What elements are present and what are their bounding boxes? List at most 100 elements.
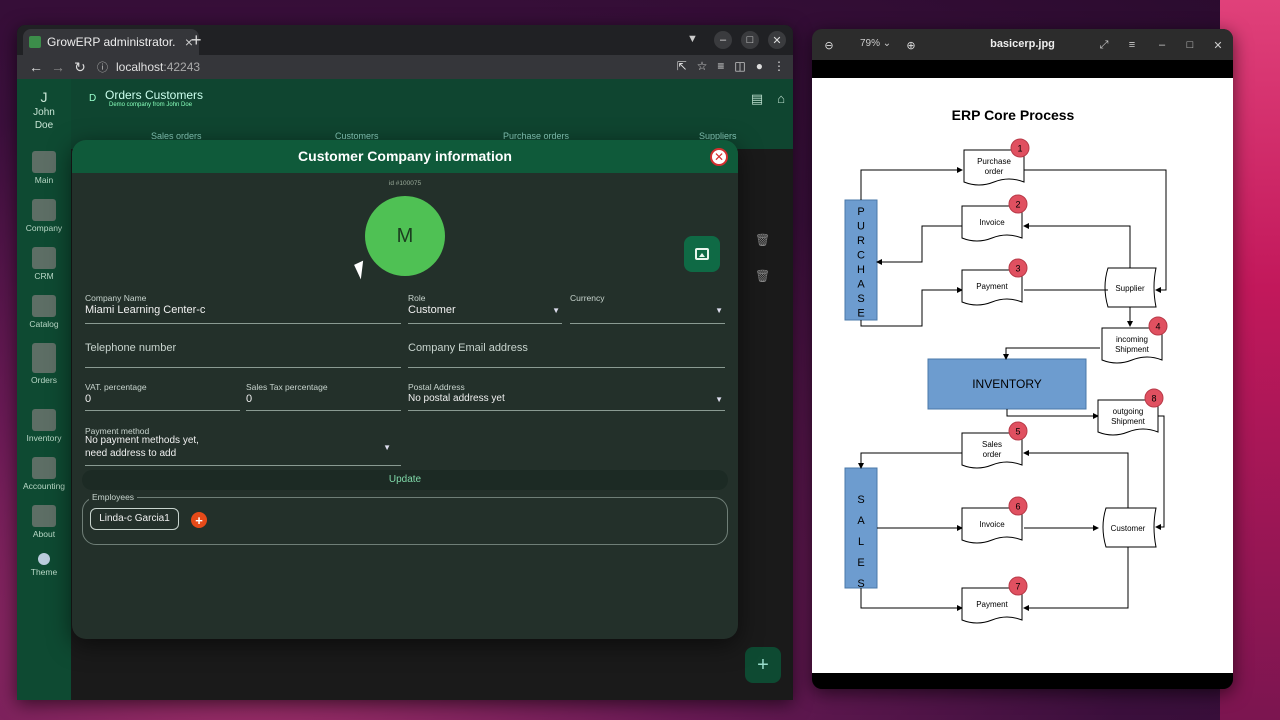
close-window-button[interactable]: ✕ (1213, 39, 1223, 52)
tab-search-chevron-icon[interactable]: ▼ (687, 33, 698, 45)
company-name-label: Company Name (85, 293, 147, 303)
currency-select[interactable]: Currency ▼ (570, 293, 725, 324)
forward-icon[interactable]: → (51, 59, 65, 75)
maximize-button[interactable]: □ (741, 31, 759, 49)
profile-icon[interactable]: ● (755, 59, 763, 73)
close-window-button[interactable]: ✕ (768, 31, 786, 49)
telephone-input[interactable]: Telephone number (85, 332, 401, 368)
postal-address-select[interactable]: Postal Address No postal address yet ▼ (408, 382, 725, 411)
company-name-field[interactable]: Company Name Miami Learning Center-c (85, 293, 401, 324)
home-icon[interactable]: ⌂ (777, 91, 785, 106)
bookmark-star-icon[interactable]: ☆ (696, 59, 708, 73)
sidebar-item-accounting[interactable]: Accounting (17, 457, 71, 491)
add-employee-button[interactable]: + (191, 512, 207, 528)
maximize-button[interactable]: □ (1186, 39, 1194, 51)
sidebar-item-orders[interactable]: Orders (17, 343, 71, 385)
zoom-out-icon[interactable]: ⊖ (824, 39, 834, 52)
chat-icon[interactable]: ▤ (750, 91, 764, 106)
zoom-in-icon[interactable]: ⊕ (906, 39, 916, 52)
browser-tab[interactable]: GrowERP administrator. × (23, 29, 199, 55)
back-icon[interactable]: ← (29, 59, 43, 75)
close-dialog-button[interactable]: ✕ (710, 148, 728, 166)
media-queue-icon[interactable]: ≡ (717, 59, 725, 73)
document-outline (961, 587, 1023, 624)
close-tab-icon[interactable]: × (184, 34, 193, 50)
employees-label: Employees (89, 492, 138, 502)
step-number: 4 (1155, 322, 1160, 332)
sidebar-item-company[interactable]: Company (17, 199, 71, 233)
sidebar-item-crm[interactable]: CRM (17, 247, 71, 281)
image-bottom-border (812, 673, 1233, 689)
sidebar-item-main[interactable]: Main (17, 151, 71, 185)
sidebar-item-theme[interactable]: Theme (17, 553, 71, 577)
sidebar-item-catalog[interactable]: Catalog (17, 295, 71, 329)
user-initial: J (40, 89, 48, 105)
company-name-value: Miami Learning Center-c (85, 304, 206, 316)
sidebar-item-label: Inventory (26, 433, 62, 443)
upload-image-button[interactable] (684, 236, 720, 272)
tab-sales-orders[interactable]: Sales orders (151, 131, 202, 141)
sidebar-item-label: Theme (30, 567, 58, 577)
sidebar-user[interactable]: J John Doe (17, 79, 71, 132)
document-outline (961, 205, 1023, 242)
delete-icon[interactable]: 🗑 (755, 269, 771, 283)
update-button[interactable]: Update (82, 470, 728, 490)
document-outline (961, 507, 1023, 544)
sales-block (844, 467, 878, 589)
share-icon[interactable]: ⇱ (676, 59, 687, 73)
role-select[interactable]: Role Customer ▼ (408, 293, 562, 324)
payment-method-select[interactable]: Payment method No payment methods yet, n… (85, 426, 401, 466)
sidebar: J John Doe Main Company CRM Catalog Orde… (17, 79, 71, 700)
email-input[interactable]: Company Email address (408, 332, 725, 368)
viewer-header: ⊖ 79% ⌄ ⊕ basicerp.jpg ⤢ ≡ – □ ✕ (812, 29, 1233, 60)
document-label: Payment (976, 282, 1008, 291)
purchase-letter: S (857, 293, 864, 305)
sidebar-item-about[interactable]: About (17, 505, 71, 539)
document-outline (1101, 327, 1163, 364)
step-badge (1008, 496, 1028, 516)
hamburger-menu-icon[interactable]: ≡ (1128, 39, 1136, 51)
step-number: 1 (1017, 144, 1022, 154)
purchase-letter: H (857, 264, 865, 276)
zoom-level[interactable]: 79% ⌄ (860, 38, 892, 49)
sidebar-item-label: CRM (34, 271, 54, 281)
role-value: Customer (408, 304, 456, 316)
site-info-icon[interactable]: ⓘ (97, 62, 108, 74)
company-icon (32, 199, 56, 221)
side-panel-icon[interactable]: ◫ (734, 59, 746, 73)
step-badge (1008, 194, 1028, 214)
sidebar-item-inventory[interactable]: Inventory (17, 409, 71, 443)
vat-percentage-input[interactable]: VAT. percentage 0 (85, 382, 240, 411)
main-dashboard-icon (32, 151, 56, 173)
company-avatar[interactable]: M (365, 196, 445, 276)
inventory-block (927, 358, 1087, 410)
dropdown-arrow-icon: ▼ (715, 395, 723, 404)
reload-icon[interactable]: ↻ (74, 58, 86, 75)
dropdown-arrow-icon: ▼ (383, 443, 391, 452)
dropdown-arrow-icon: ▼ (715, 306, 723, 315)
dropdown-arrow-icon: ▼ (552, 306, 560, 315)
minimize-button[interactable]: – (1158, 39, 1166, 51)
step-badge (1010, 138, 1030, 158)
employee-chip[interactable]: Linda-c Garcia1 (90, 508, 179, 530)
new-tab-button[interactable]: + (191, 30, 202, 50)
url-field[interactable]: ⓘ localhost:42243 (97, 59, 200, 75)
tab-customers[interactable]: Customers (335, 131, 379, 141)
sales-tax-input[interactable]: Sales Tax percentage 0 (246, 382, 401, 411)
delete-icon[interactable]: 🗑 (755, 233, 771, 247)
company-id: id #100075 (388, 180, 422, 187)
document-label: Payment (976, 600, 1008, 609)
tab-purchase-orders[interactable]: Purchase orders (503, 131, 570, 141)
minimize-button[interactable]: – (714, 31, 732, 49)
payment-value-line1: No payment methods yet, (85, 435, 199, 446)
menu-kebab-icon[interactable]: ⋮ (773, 59, 785, 73)
postal-label: Postal Address (408, 382, 465, 392)
add-customer-button[interactable]: + (745, 647, 781, 683)
fullscreen-icon[interactable]: ⤢ (1099, 38, 1109, 51)
tab-suppliers[interactable]: Suppliers (699, 131, 737, 141)
